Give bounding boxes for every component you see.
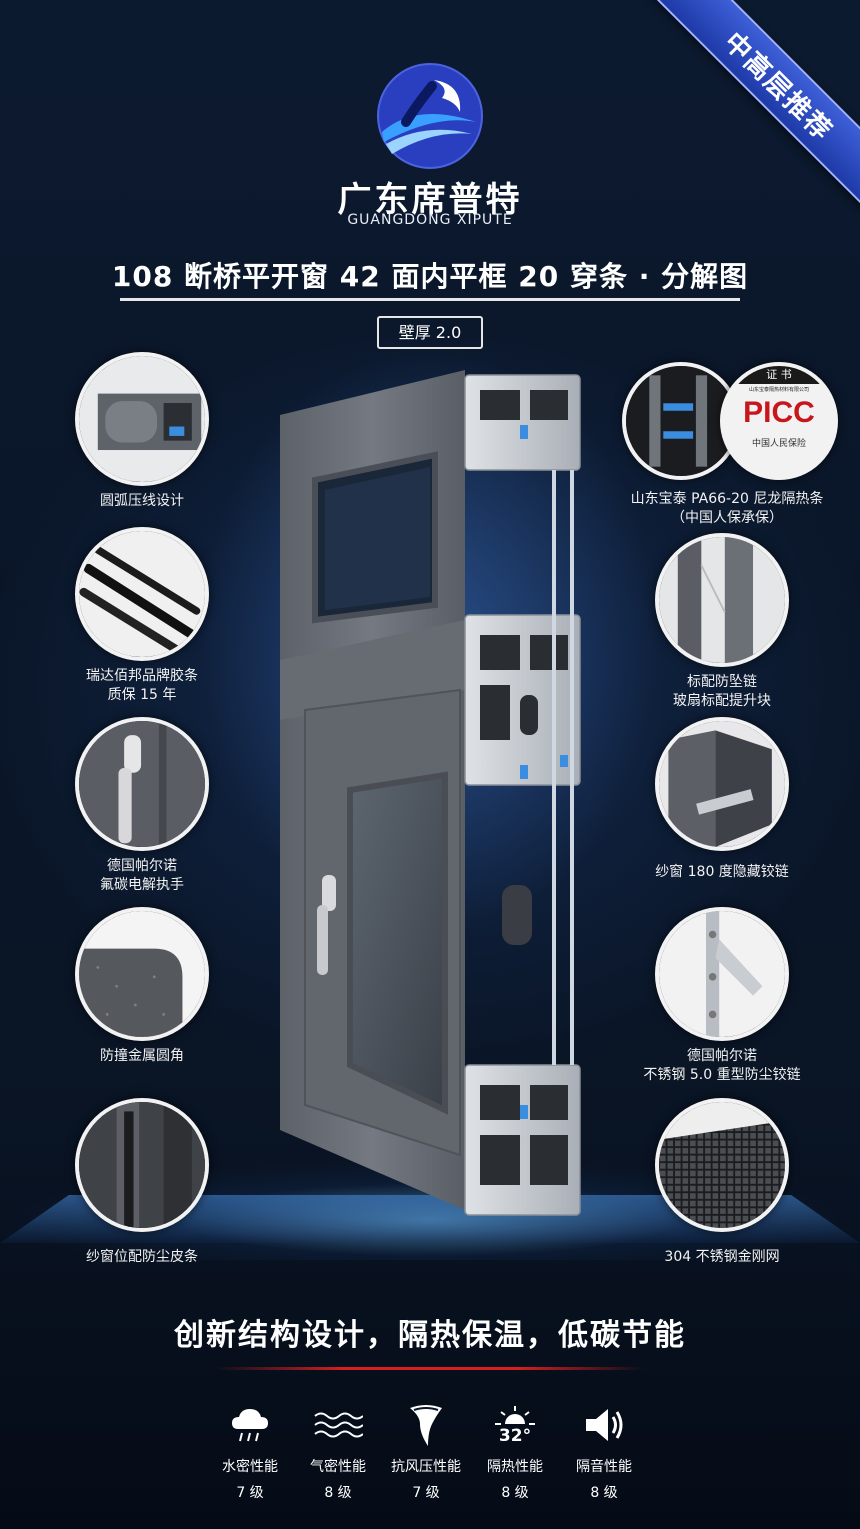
performance-level: 7 级 [412, 1485, 440, 1501]
handle-icon [75, 717, 209, 851]
brand-name-en: GUANGDONG XIPUTE [347, 212, 513, 228]
page-title: 108 断桥平开窗 42 面内平框 20 穿条 · 分解图 [111, 260, 749, 293]
window-exploded-view [270, 365, 600, 1225]
feature-insulation-strip: 证 书 山东宝泰隔热材料有限公司 PICC 中国人民保险 山东宝泰 PA66-2… [612, 362, 842, 528]
performance-label: 隔热性能 [487, 1459, 543, 1475]
performance-level: 8 级 [501, 1485, 529, 1501]
feature-caption: 德国帕尔诺 [687, 1048, 757, 1064]
tornado-icon [381, 1402, 471, 1448]
hidden-hinge-icon [655, 717, 789, 851]
feature-caption: 防撞金属圆角 [100, 1048, 184, 1064]
rounded-corner-icon [75, 907, 209, 1041]
performance-label: 隔音性能 [576, 1459, 632, 1475]
feature-caption: 质保 15 年 [107, 687, 177, 703]
cert-company: 中国人民保险 [751, 439, 806, 449]
feature-caption: 纱窗 180 度隐藏铰链 [655, 864, 789, 880]
feature-caption: 标配防坠链 [687, 674, 757, 690]
performance-water: 水密性能 7 级 [205, 1402, 295, 1502]
picc-certificate-badge: 证 书 山东宝泰隔热材料有限公司 PICC 中国人民保险 [720, 362, 838, 480]
feature-caption: 圆弧压线设计 [100, 493, 184, 509]
cert-issuer: 山东宝泰隔热材料有限公司 [748, 387, 809, 393]
feature-dust-strip: 纱窗位配防尘皮条 [37, 1098, 247, 1267]
feature-rounded-corner: 防撞金属圆角 [37, 907, 247, 1066]
feature-caption: （中国人保承保） [671, 510, 783, 526]
feature-friction-stay: 德国帕尔诺 不锈钢 5.0 重型防尘铰链 [617, 907, 827, 1085]
cert-header: 证 书 [724, 366, 834, 384]
steel-mesh-icon [655, 1098, 789, 1232]
air-wave-icon [293, 1402, 383, 1448]
slogan-underline [215, 1367, 645, 1370]
feature-caption: 氟碳电解执手 [100, 877, 184, 893]
feature-rubber-strip: 瑞达佰邦品牌胶条 质保 15 年 [37, 527, 247, 705]
friction-stay-icon [655, 907, 789, 1041]
feature-caption: 瑞达佰邦品牌胶条 [86, 668, 198, 684]
heat-badge: 32° [498, 1426, 532, 1446]
wall-thickness-badge: 壁厚 2.0 [377, 316, 483, 349]
feature-steel-mesh: 304 不锈钢金刚网 [617, 1098, 827, 1267]
performance-level: 8 级 [324, 1485, 352, 1501]
rain-cloud-icon [205, 1402, 295, 1448]
feature-caption: 玻扇标配提升块 [673, 693, 771, 709]
performance-level: 8 级 [590, 1485, 618, 1501]
title-underline [120, 298, 740, 301]
brand-name-cn: 广东席普特 [337, 180, 523, 220]
arc-profile-icon [75, 352, 209, 486]
performance-wind: 抗风压性能 7 级 [381, 1402, 471, 1502]
feature-arc-profile: 圆弧压线设计 [37, 352, 247, 511]
performance-label: 抗风压性能 [391, 1459, 461, 1475]
feature-hidden-hinge: 纱窗 180 度隐藏铰链 [617, 717, 827, 882]
feature-anti-fall-chain: 标配防坠链 玻扇标配提升块 [617, 533, 827, 711]
performance-heat: 32° 隔热性能 8 级 [470, 1402, 560, 1502]
sun-thermometer-icon: 32° [470, 1402, 560, 1448]
feature-caption: 山东宝泰 PA66-20 尼龙隔热条 [630, 491, 824, 507]
performance-air: 气密性能 8 级 [293, 1402, 383, 1502]
feature-handle: 德国帕尔诺 氟碳电解执手 [37, 717, 247, 895]
feature-caption: 不锈钢 5.0 重型防尘铰链 [643, 1067, 801, 1083]
performance-sound: 隔音性能 8 级 [559, 1402, 649, 1502]
insulation-strip-icon [622, 362, 740, 480]
anti-fall-chain-icon [655, 533, 789, 667]
picc-logo: PICC [743, 396, 815, 429]
feature-caption: 德国帕尔诺 [107, 858, 177, 874]
feature-caption: 纱窗位配防尘皮条 [86, 1249, 198, 1265]
feature-caption: 304 不锈钢金刚网 [664, 1249, 780, 1265]
slogan: 创新结构设计，隔热保温，低碳节能 [174, 1318, 686, 1353]
brand-logo-icon [376, 62, 484, 170]
dust-strip-icon [75, 1098, 209, 1232]
rubber-strip-icon [75, 527, 209, 661]
speaker-icon [559, 1402, 649, 1448]
performance-label: 水密性能 [222, 1459, 278, 1475]
performance-label: 气密性能 [310, 1459, 366, 1475]
performance-level: 7 级 [236, 1485, 264, 1501]
